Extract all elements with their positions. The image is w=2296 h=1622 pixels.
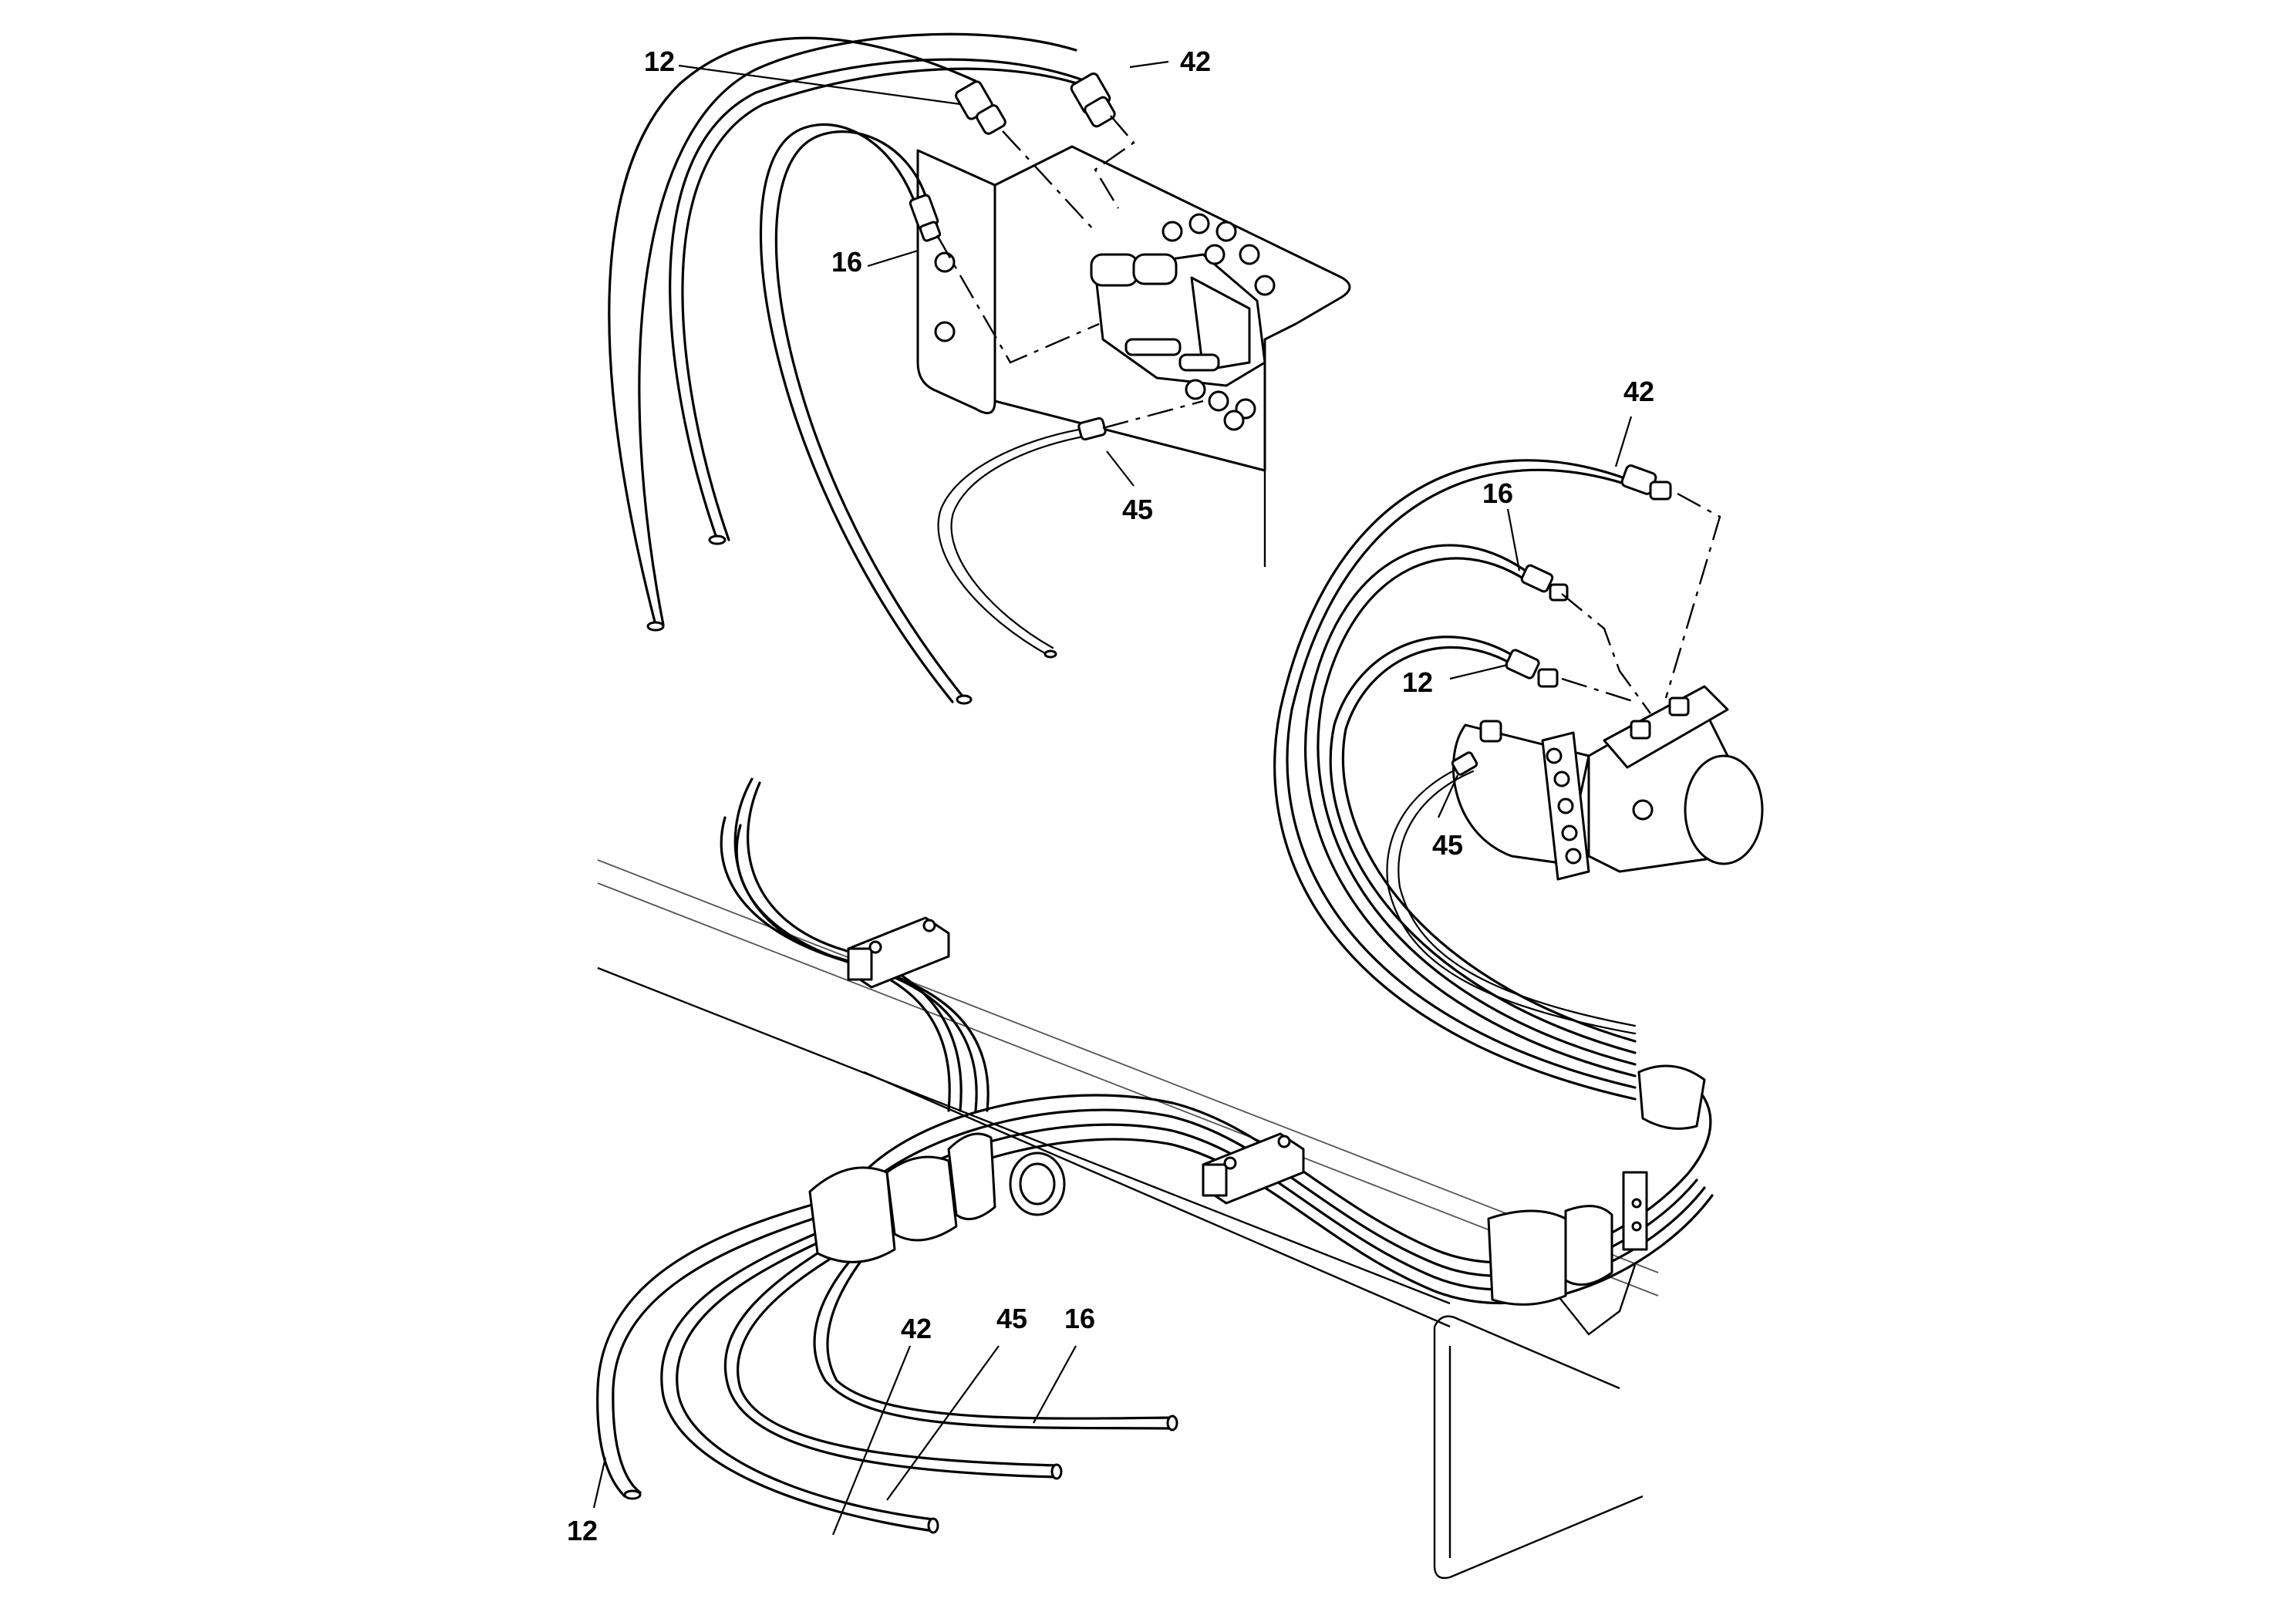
protective-wrap-left xyxy=(808,1132,996,1263)
callout-motor-12: 12 xyxy=(1402,666,1433,698)
callout-labels: 12 42 16 45 42 16 12 45 42 45 16 12 xyxy=(567,46,1654,1546)
motor-port-fitting xyxy=(1479,720,1502,743)
callout-upper-16: 16 xyxy=(831,246,862,278)
upper-hoses xyxy=(608,32,1116,705)
hose-bundle xyxy=(592,777,1714,1536)
motor-hoses xyxy=(1273,459,1672,1101)
motor-assembly xyxy=(1273,416,1764,1101)
callout-upper-12: 12 xyxy=(644,46,675,77)
valve-block xyxy=(1090,213,1276,431)
hose-clamp-middle xyxy=(1202,1132,1305,1205)
callout-upper-42: 42 xyxy=(1180,46,1211,77)
upper-valve-assembly xyxy=(608,32,1351,705)
callout-upper-45: 45 xyxy=(1122,494,1153,525)
hose-fitting-45 xyxy=(1451,751,1478,776)
callout-motor-42: 42 xyxy=(1623,376,1654,407)
callout-motor-16: 16 xyxy=(1482,477,1513,509)
boom-frame xyxy=(597,859,1659,1580)
callout-motor-45: 45 xyxy=(1432,829,1463,861)
hydraulic-motor xyxy=(1452,685,1764,881)
callout-bundle-12: 12 xyxy=(567,1515,598,1546)
hose-fitting-12 xyxy=(1505,649,1540,679)
hose-fitting-45 xyxy=(1077,416,1107,441)
valve-port-fitting xyxy=(1090,253,1139,287)
hose-fitting-16 xyxy=(1520,564,1554,593)
hose-clamp-upper xyxy=(847,916,950,989)
hose-clamp-right xyxy=(1622,1171,1648,1251)
callout-bundle-45: 45 xyxy=(996,1303,1027,1334)
protective-wrap-right xyxy=(1487,1064,1706,1306)
callout-bundle-16: 16 xyxy=(1064,1303,1095,1334)
callout-bundle-42: 42 xyxy=(901,1313,932,1344)
